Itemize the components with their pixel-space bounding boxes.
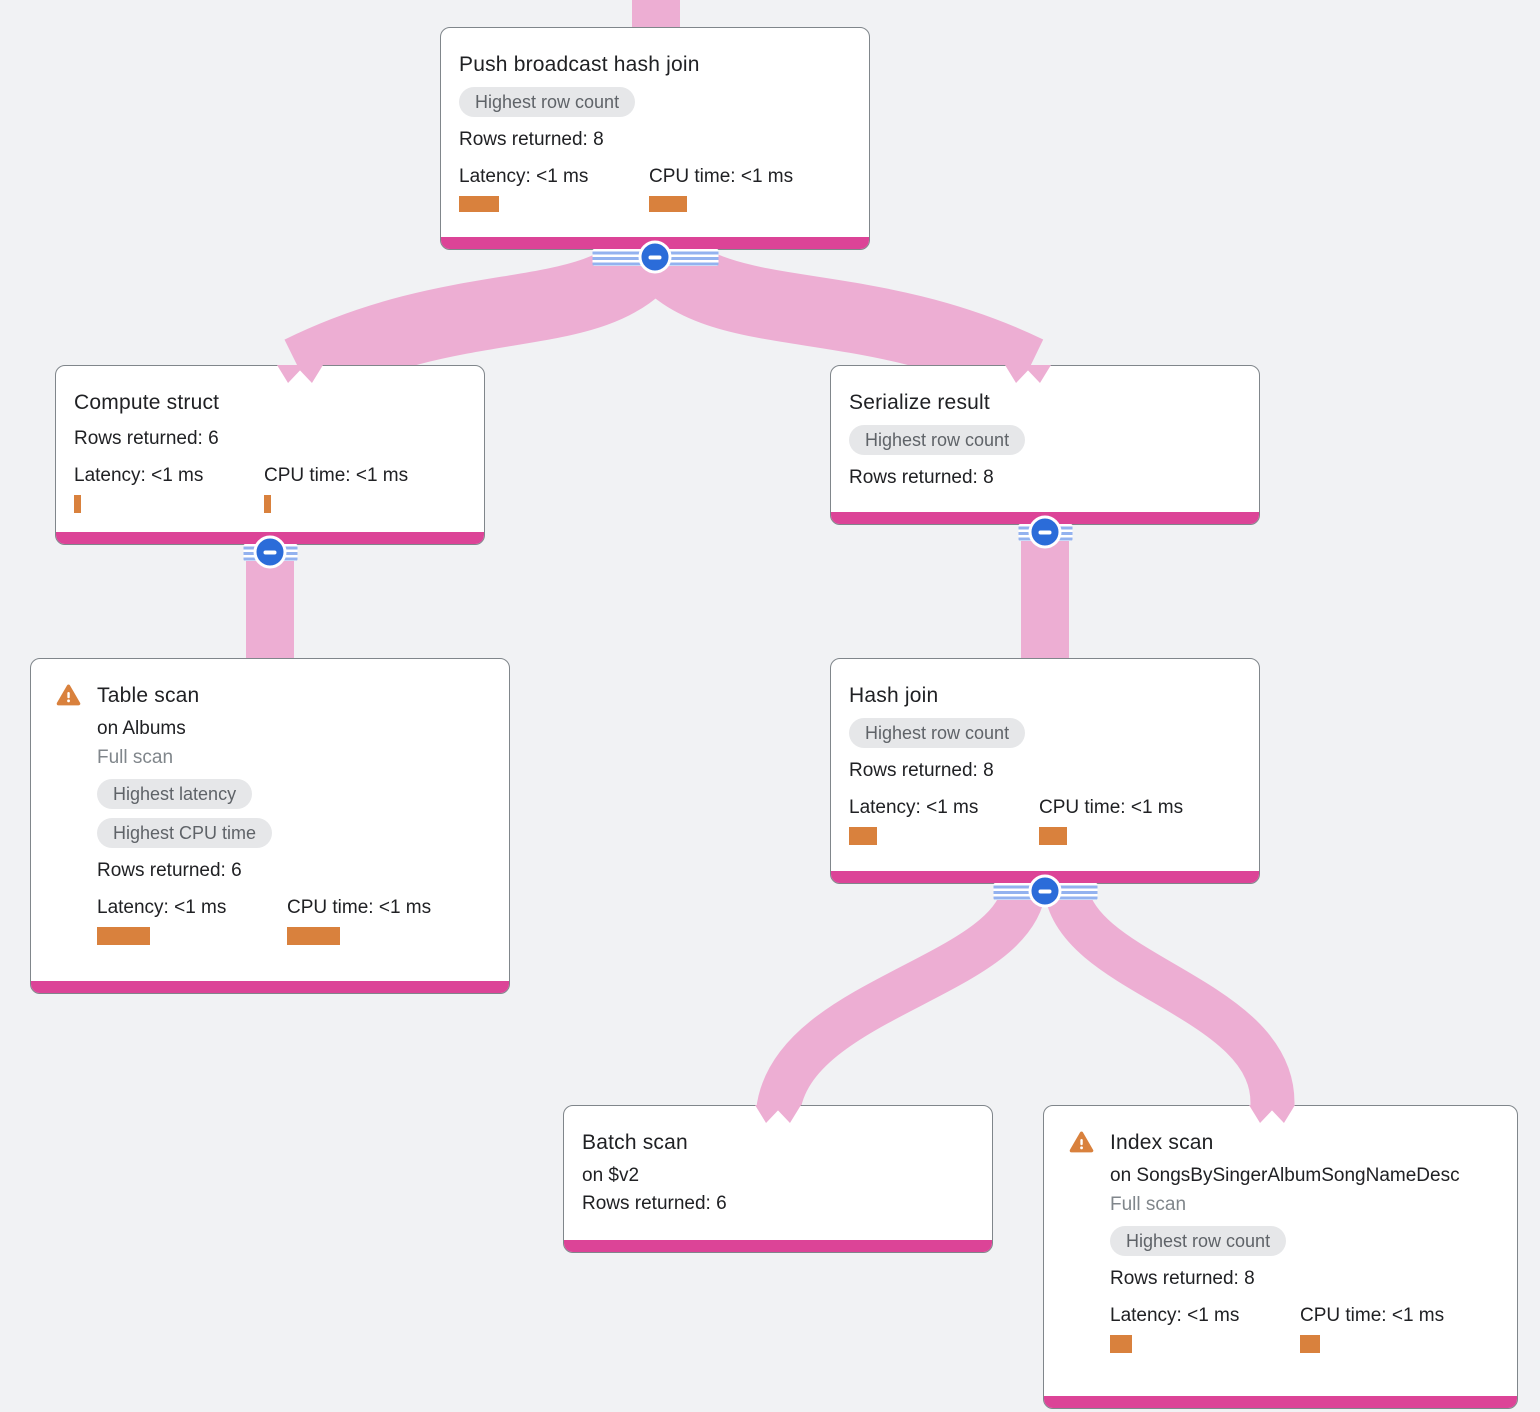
- cpu-metric: CPU time: <1 ms: [1039, 796, 1183, 845]
- node-subtitle: on SongsBySingerAlbumSongNameDesc: [1110, 1165, 1460, 1186]
- node-title: Hash join: [849, 684, 939, 707]
- cpu-bar: [1300, 1335, 1320, 1353]
- latency-metric: Latency: <1 ms: [97, 896, 287, 945]
- rows-returned: Rows returned: 8: [849, 760, 994, 781]
- node-serialize-result[interactable]: Serialize result Highest row count Rows …: [830, 365, 1260, 525]
- warning-icon: [56, 684, 81, 706]
- collapse-minus-icon: [638, 240, 672, 274]
- rows-returned: Rows returned: 6: [97, 860, 242, 881]
- node-accent-bar: [1044, 1396, 1517, 1408]
- edge-hash-join-to-index-scan: [1044, 883, 1295, 1115]
- latency-metric: Latency: <1 ms: [459, 165, 649, 212]
- scan-type: Full scan: [97, 747, 174, 768]
- cpu-metric: CPU time: <1 ms: [287, 896, 431, 945]
- rows-returned: Rows returned: 8: [1110, 1268, 1255, 1289]
- latency-bar: [849, 827, 877, 845]
- badge-highest-row-count: Highest row count: [1110, 1226, 1287, 1256]
- cpu-label: CPU time: <1 ms: [1039, 797, 1184, 818]
- node-subtitle: on Albums: [97, 718, 186, 739]
- node-title: Serialize result: [849, 391, 990, 414]
- warning-icon: [1069, 1131, 1094, 1153]
- collapse-button-serialize-result[interactable]: [1018, 515, 1072, 549]
- node-hash-join[interactable]: Hash join Highest row count Rows returne…: [830, 658, 1260, 884]
- latency-label: Latency: <1 ms: [97, 897, 227, 918]
- cpu-metric: CPU time: <1 ms: [264, 464, 408, 513]
- cpu-bar: [264, 495, 271, 513]
- node-title: Index scan: [1110, 1131, 1214, 1154]
- collapse-button-compute-struct[interactable]: [243, 535, 297, 569]
- collapse-minus-icon: [1028, 515, 1062, 549]
- node-batch-scan[interactable]: Batch scan on $v2 Rows returned: 6: [563, 1105, 993, 1253]
- collapse-button-hash-join[interactable]: [993, 874, 1097, 908]
- latency-bar: [74, 495, 81, 513]
- cpu-label: CPU time: <1 ms: [287, 897, 432, 918]
- badge-highest-latency: Highest latency: [97, 779, 253, 809]
- latency-label: Latency: <1 ms: [459, 166, 589, 187]
- node-push-broadcast-hash-join[interactable]: Push broadcast hash join Highest row cou…: [440, 27, 870, 250]
- node-table-scan[interactable]: Table scan on Albums Full scan Highest l…: [30, 658, 510, 994]
- rows-returned: Rows returned: 6: [74, 428, 219, 449]
- edge-root-to-serialize-result: [626, 226, 1044, 403]
- edge-hash-join-to-batch-scan: [756, 883, 1046, 1116]
- cpu-bar: [1039, 827, 1067, 845]
- badge-highest-row-count: Highest row count: [459, 87, 636, 117]
- node-title: Push broadcast hash join: [459, 53, 700, 76]
- latency-bar: [459, 196, 499, 212]
- cpu-label: CPU time: <1 ms: [1300, 1305, 1445, 1326]
- node-subtitle: on $v2: [582, 1165, 640, 1186]
- node-title: Compute struct: [74, 391, 220, 414]
- cpu-label: CPU time: <1 ms: [649, 166, 794, 187]
- cpu-bar: [287, 927, 340, 945]
- rows-returned: Rows returned: 6: [582, 1193, 727, 1214]
- badge-highest-row-count: Highest row count: [849, 425, 1026, 455]
- latency-label: Latency: <1 ms: [1110, 1305, 1240, 1326]
- latency-label: Latency: <1 ms: [849, 797, 979, 818]
- cpu-bar: [649, 196, 687, 212]
- cpu-metric: CPU time: <1 ms: [649, 165, 793, 212]
- latency-metric: Latency: <1 ms: [74, 464, 264, 513]
- rows-returned: Rows returned: 8: [459, 129, 604, 150]
- badge-highest-row-count: Highest row count: [849, 718, 1026, 748]
- node-accent-bar: [564, 1240, 992, 1252]
- badge-highest-cpu-time: Highest CPU time: [97, 818, 273, 848]
- latency-label: Latency: <1 ms: [74, 465, 204, 486]
- latency-metric: Latency: <1 ms: [1110, 1304, 1300, 1353]
- scan-type: Full scan: [1110, 1194, 1187, 1215]
- latency-metric: Latency: <1 ms: [849, 796, 1039, 845]
- node-index-scan[interactable]: Index scan on SongsBySingerAlbumSongName…: [1043, 1105, 1518, 1409]
- node-accent-bar: [31, 981, 509, 993]
- node-compute-struct[interactable]: Compute struct Rows returned: 6 Latency:…: [55, 365, 485, 545]
- latency-bar: [1110, 1335, 1132, 1353]
- collapse-minus-icon: [1028, 874, 1062, 908]
- rows-returned: Rows returned: 8: [849, 467, 994, 488]
- collapse-minus-icon: [253, 535, 287, 569]
- node-title: Table scan: [97, 684, 200, 707]
- collapse-button-push-broadcast-hash-join[interactable]: [592, 240, 718, 274]
- latency-bar: [97, 927, 150, 945]
- edge-root-to-compute-struct: [284, 226, 685, 403]
- node-title: Batch scan: [582, 1131, 688, 1154]
- cpu-metric: CPU time: <1 ms: [1300, 1304, 1444, 1353]
- cpu-label: CPU time: <1 ms: [264, 465, 409, 486]
